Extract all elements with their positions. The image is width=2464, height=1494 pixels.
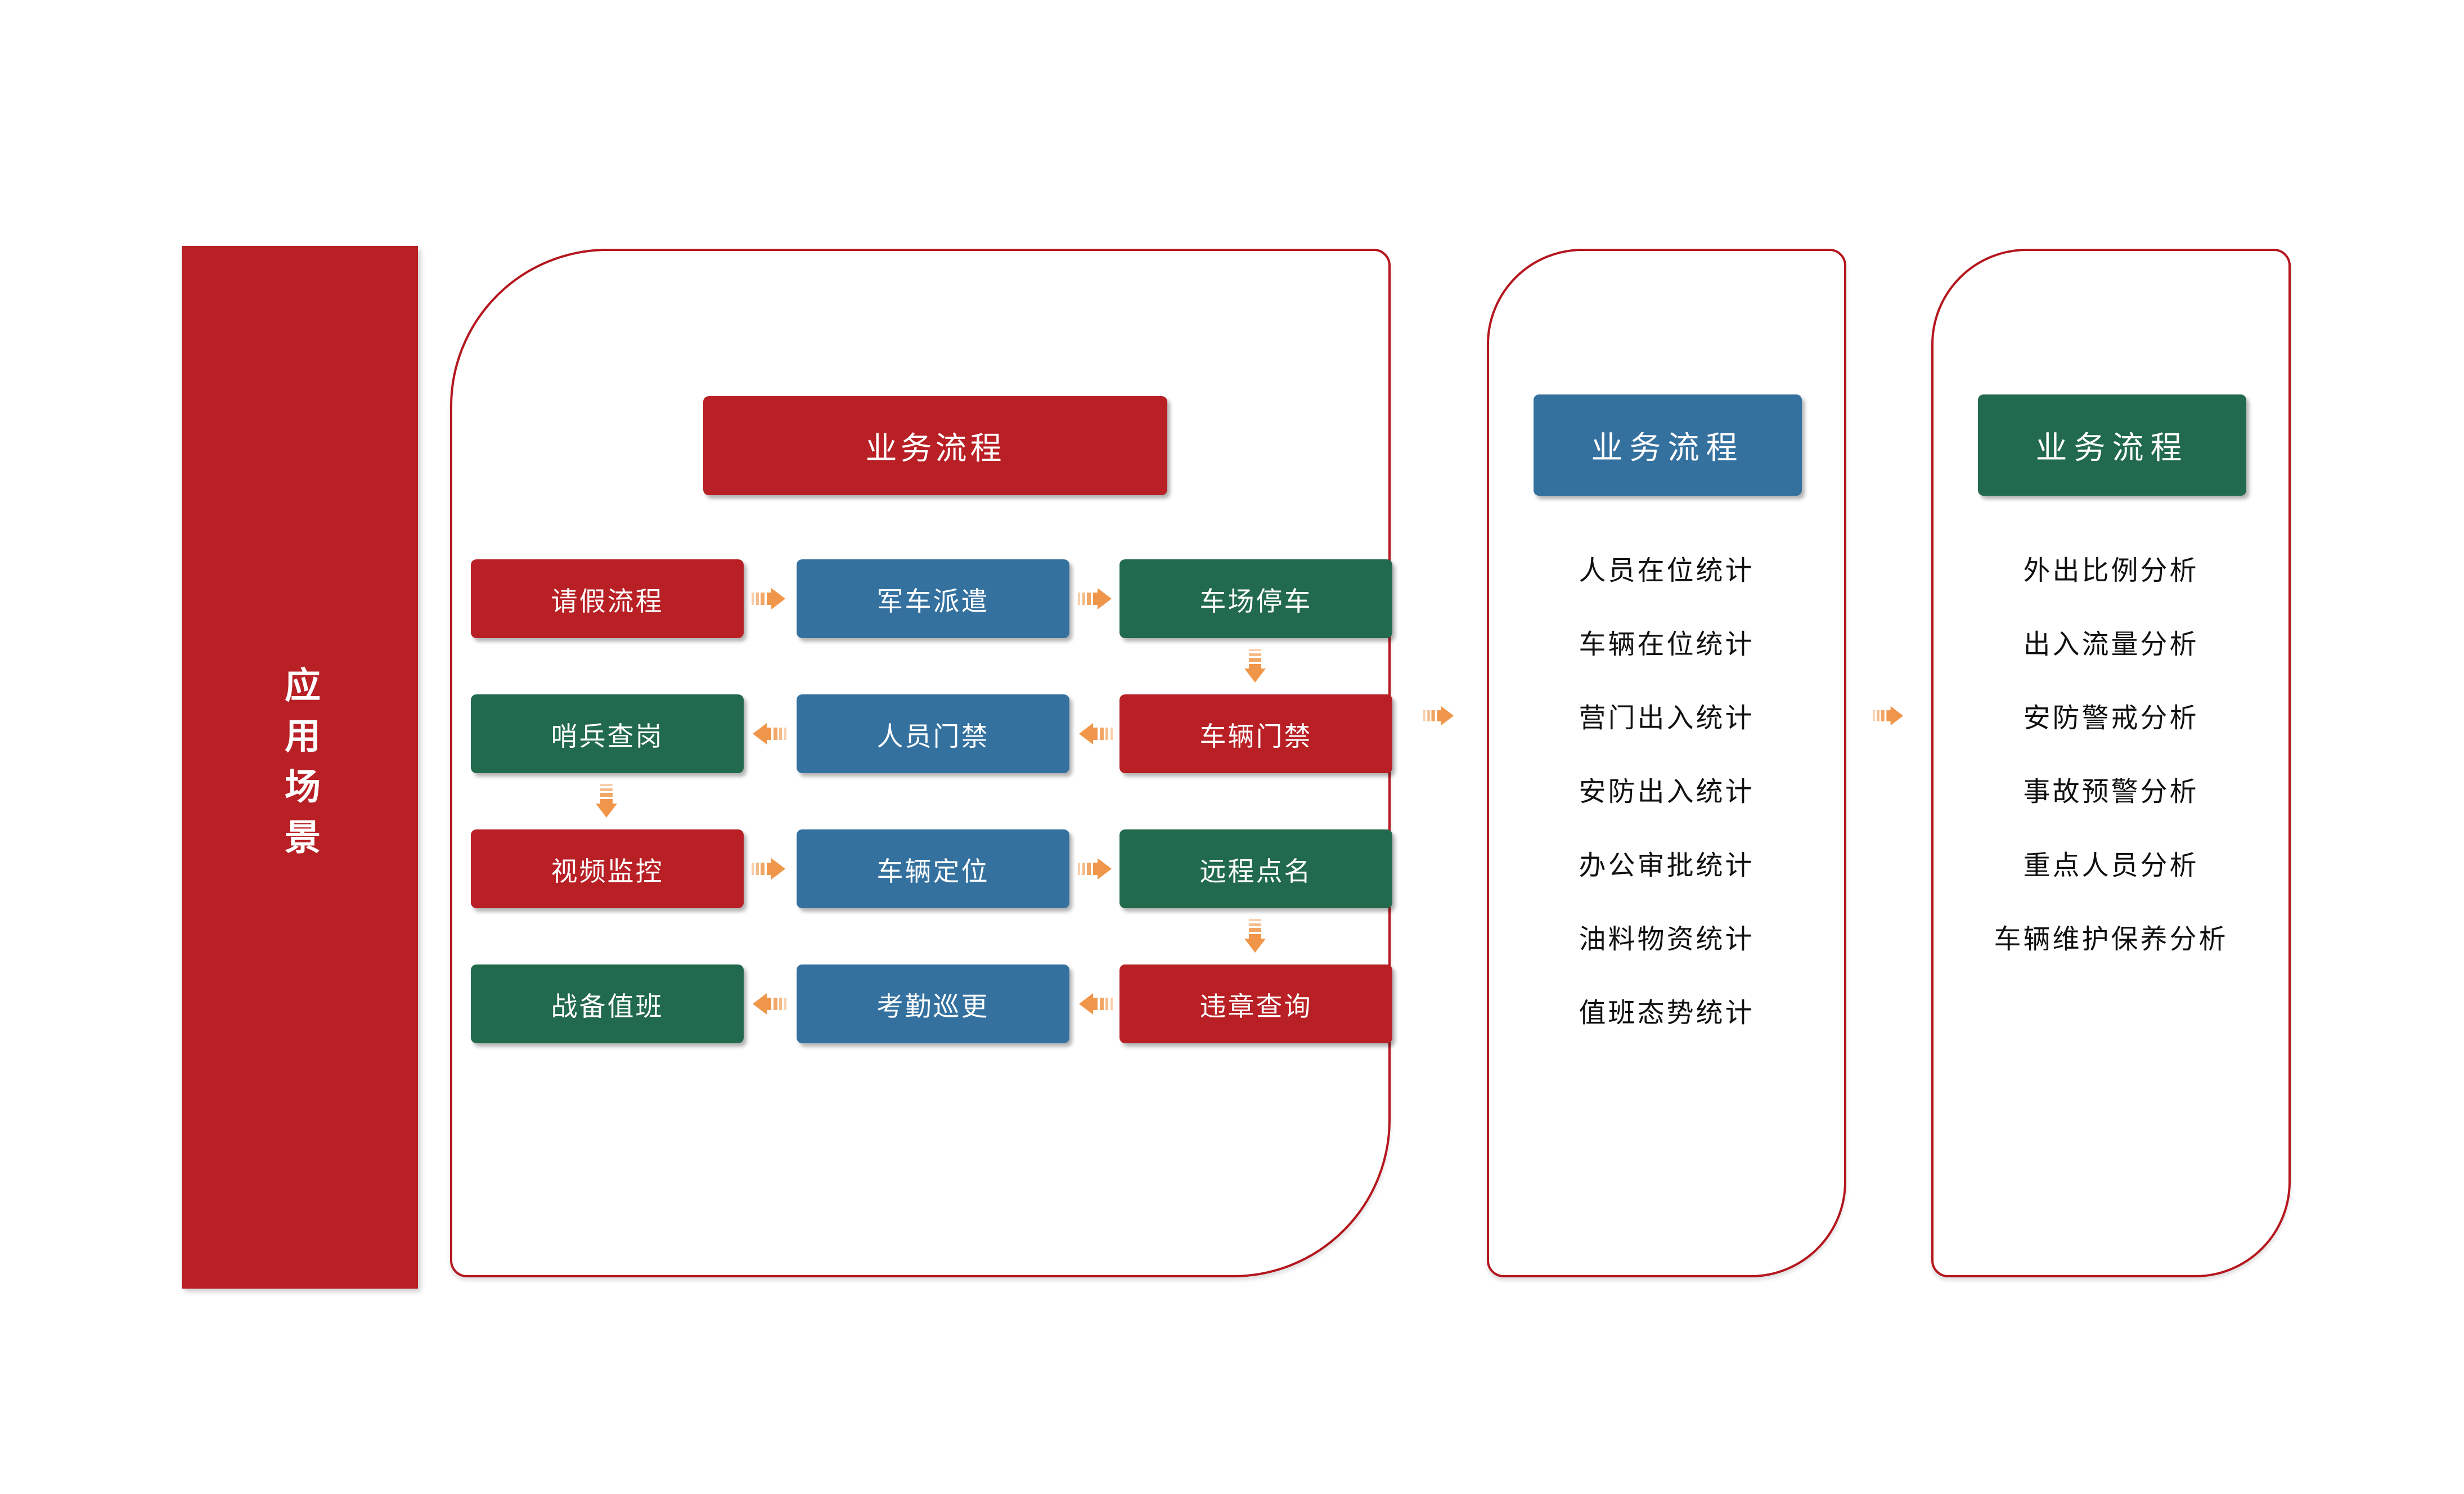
flow-arrow-down-icon [1243, 649, 1267, 684]
flow-node-parking: 车场停车 [1119, 559, 1392, 638]
flow-node-violation-query: 违章查询 [1119, 964, 1392, 1043]
flow-node-label: 人员门禁 [876, 721, 990, 751]
flow-node-label: 考勤巡更 [876, 991, 990, 1021]
flow-node-remote-rollcall: 远程点名 [1119, 829, 1392, 908]
list-item: 营门出入统计 [1579, 703, 1755, 733]
flow-node-video-surveillance: 视频监控 [471, 829, 744, 908]
flow-arrow-left-icon [752, 722, 786, 746]
flow-arrow-down-icon [595, 784, 618, 819]
flow-arrow-right-icon [752, 587, 786, 611]
statistics-panel: 业务流程 人员在位统计 车辆在位统计 营门出入统计 安防出入统计 办公审批统计 … [1487, 249, 1846, 1277]
business-flow-header: 业务流程 [703, 396, 1167, 495]
list-item: 办公审批统计 [1579, 851, 1755, 881]
statistics-panel-header: 业务流程 [1534, 394, 1802, 496]
flow-node-combat-duty: 战备值班 [471, 964, 744, 1043]
list-item: 安防出入统计 [1579, 777, 1755, 807]
flow-arrow-left-icon [752, 992, 786, 1016]
list-item: 人员在位统计 [1579, 556, 1755, 586]
flow-node-label: 远程点名 [1199, 856, 1312, 886]
flow-arrow-left-icon [1078, 722, 1113, 746]
flow-node-label: 车场停车 [1199, 586, 1312, 616]
flow-arrow-down-icon [1243, 919, 1267, 954]
flow-node-label: 战备值班 [551, 991, 664, 1021]
statistics-panel-header-label: 业务流程 [1591, 429, 1744, 465]
analysis-panel-header: 业务流程 [1978, 394, 2246, 496]
list-item: 事故预警分析 [2023, 777, 2199, 807]
flow-arrow-left-icon [1078, 992, 1113, 1016]
analysis-list: 外出比例分析 出入流量分析 安防警戒分析 事故预警分析 重点人员分析 车辆维护保… [1934, 534, 2288, 976]
flow-node-personnel-access: 人员门禁 [797, 694, 1069, 773]
analysis-panel-header-label: 业务流程 [2035, 429, 2189, 465]
flow-node-label: 车辆定位 [876, 856, 990, 886]
list-item: 车辆维护保养分析 [1994, 925, 2228, 954]
flow-node-label: 哨兵查岗 [551, 721, 664, 751]
flow-node-label: 违章查询 [1199, 991, 1312, 1021]
statistics-list: 人员在位统计 车辆在位统计 营门出入统计 安防出入统计 办公审批统计 油料物资统… [1489, 534, 1844, 1050]
panel-link-arrow-icon [1423, 704, 1455, 728]
flow-node-label: 视频监控 [551, 856, 664, 886]
flow-node-vehicle-access: 车辆门禁 [1119, 694, 1392, 773]
flow-node-attendance-patrol: 考勤巡更 [797, 964, 1069, 1043]
list-item: 出入流量分析 [2023, 630, 2199, 659]
flow-node-sentry-check: 哨兵查岗 [471, 694, 744, 773]
business-flow-panel: 业务流程 请假流程 军车派遣 车场停车 哨兵查岗 人员门禁 车辆门禁 视频监控 … [450, 249, 1392, 1277]
flow-arrow-right-icon [752, 857, 786, 881]
panel-link-arrow-icon [1873, 704, 1904, 728]
list-item: 值班态势统计 [1579, 998, 1755, 1028]
list-item: 车辆在位统计 [1579, 630, 1755, 659]
list-item: 重点人员分析 [2023, 851, 2199, 881]
list-item: 外出比例分析 [2023, 556, 2199, 586]
analysis-panel: 业务流程 外出比例分析 出入流量分析 安防警戒分析 事故预警分析 重点人员分析 … [1931, 249, 2291, 1277]
business-flow-header-label: 业务流程 [865, 430, 1005, 466]
flow-node-leave-process: 请假流程 [471, 559, 744, 638]
flow-node-label: 军车派遣 [876, 586, 990, 616]
flow-node-label: 请假流程 [551, 586, 664, 616]
flow-node-label: 车辆门禁 [1199, 721, 1312, 751]
list-item: 安防警戒分析 [2023, 703, 2199, 733]
flow-node-military-vehicle-dispatch: 军车派遣 [797, 559, 1069, 638]
list-item: 油料物资统计 [1579, 925, 1755, 954]
flow-arrow-right-icon [1078, 587, 1113, 611]
flow-arrow-right-icon [1078, 857, 1113, 881]
flow-node-vehicle-positioning: 车辆定位 [797, 829, 1069, 908]
application-scenario-banner: 应用场景 [182, 246, 418, 1289]
application-scenario-title: 应用场景 [280, 666, 320, 869]
